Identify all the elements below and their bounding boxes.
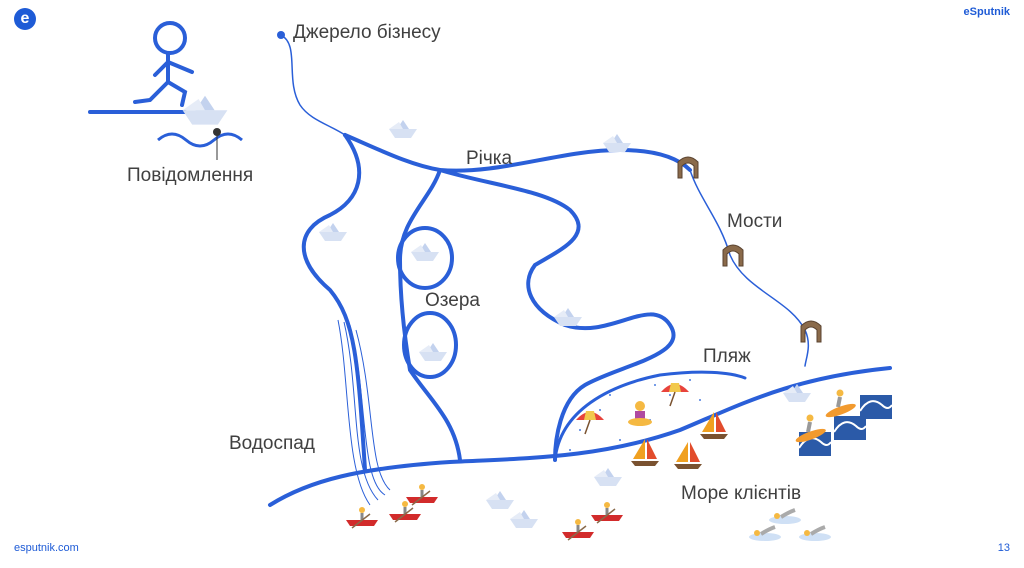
beach-umbrella-icon [660, 382, 690, 407]
swimmer-icon [767, 508, 803, 526]
esputnik-logo: e [14, 8, 36, 30]
source-dot [277, 31, 285, 39]
paper-boat-icon [411, 243, 439, 261]
paper-boat-icon [182, 95, 228, 125]
rowboat-icon [560, 517, 596, 542]
paper-boat-icon [510, 510, 538, 528]
source-stream [280, 34, 346, 136]
swimmer-icon [747, 525, 783, 543]
left-branch [301, 133, 367, 472]
waterfall [337, 319, 391, 506]
rowboat-icon [344, 505, 380, 530]
ocean-wave-icon [833, 415, 867, 441]
label-river: Річка [466, 148, 513, 169]
label-bridges: Мости [727, 211, 783, 232]
shoreline [268, 366, 892, 507]
rowboat-icon [589, 500, 625, 525]
paper-boat-icon [594, 468, 622, 486]
beach-edge [553, 370, 747, 462]
lake-branch [397, 168, 462, 462]
label-waterfall: Водоспад [229, 433, 315, 454]
bridge-icon [722, 244, 744, 267]
paper-boat-icon [486, 491, 514, 509]
brand-name: eSputnik [963, 6, 1010, 18]
paper-boat-icon [554, 308, 582, 326]
stick-figure [88, 21, 194, 114]
label-message: Повідомлення [127, 165, 254, 186]
label-source: Джерело бізнесу [293, 22, 441, 43]
footer-site-link[interactable]: esputnik.com [14, 542, 79, 554]
label-sea: Море клієнтів [681, 483, 802, 504]
meditating-person-icon [628, 401, 652, 426]
surfer-icon [822, 387, 860, 422]
label-lakes: Озера [425, 290, 480, 311]
river-bridges [689, 169, 810, 367]
lake-1 [396, 226, 454, 290]
rowboat-icon [387, 499, 423, 524]
bridge-icon [800, 320, 822, 343]
page-number: 13 [997, 542, 1010, 554]
sailboat-icon [674, 442, 702, 469]
wave-line [157, 132, 243, 148]
paper-boat-icon [319, 223, 347, 241]
paper-boat-icon [419, 343, 447, 361]
swimmer-icon [797, 525, 833, 543]
paper-boat-icon [389, 120, 417, 138]
paper-boat-icon [603, 134, 631, 152]
sailboat-icon [700, 412, 728, 439]
lake-2 [402, 311, 458, 379]
river-main [343, 133, 692, 173]
rowboat-icon [404, 482, 440, 507]
ocean-wave-icon [859, 394, 893, 420]
beach-sand-dots [569, 379, 701, 451]
river-lines [268, 34, 892, 507]
label-beach: Пляж [703, 346, 751, 367]
